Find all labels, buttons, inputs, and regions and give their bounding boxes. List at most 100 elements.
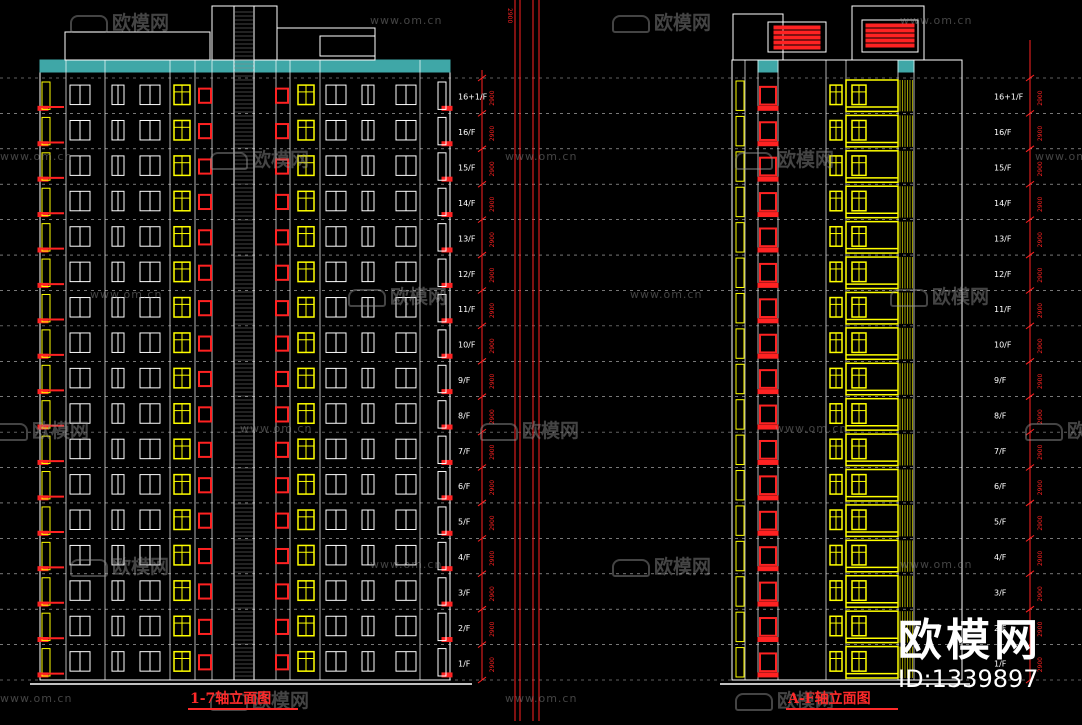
floor-label: 15/F [458,164,476,173]
balcony-frame [275,406,289,423]
balcony-frame [198,441,212,458]
balcony-red [441,353,453,359]
balcony-frame [198,512,212,529]
edge-window-yellow [735,576,745,607]
balcony-frame [275,229,289,246]
balcony-frame [759,227,777,248]
dimension-tick [477,464,487,471]
balcony-glazing [845,397,899,431]
right-vent-box [767,21,827,53]
edge-window-yellow [41,293,51,323]
edge-window-yellow [41,541,51,571]
dimension-tick [477,145,487,153]
dimension-value: 2900 [1037,586,1044,601]
balcony-frame [759,333,777,354]
dimension-tick [477,216,487,224]
dimension-tick [1025,641,1035,648]
balcony-frame [198,583,212,600]
right-roof-band [897,59,915,73]
balcony-frame [759,617,777,637]
balcony-frame [198,87,212,104]
balcony-frame [275,583,289,600]
balcony-frame [759,262,777,283]
balcony-frame [198,300,212,317]
dimension-tick [1025,393,1035,401]
balcony-frame [759,369,777,389]
floor-label: 9/F [994,376,1007,385]
dimension-tick [477,287,487,294]
floor-label: 14/F [994,199,1012,208]
edge-window-yellow [735,470,745,501]
edge-window-yellow [735,328,745,359]
dimension-value: 2900 [489,232,496,247]
balcony-red [441,424,453,430]
dimension-tick [477,499,487,507]
dimension-tick [477,534,487,542]
edge-window-white [437,293,447,323]
balcony-red [757,212,779,218]
floor-label: 10/F [458,341,476,350]
edge-window-yellow [41,506,51,535]
dimension-tick [477,570,487,578]
balcony-glazing [845,114,899,148]
floor-label: 16/F [994,128,1012,137]
dimension-tick [1025,287,1035,294]
balcony-frame [275,547,289,565]
left-roof-structure [276,27,376,61]
floor-label: 12/F [994,270,1012,279]
dimension-value: 2900 [1037,232,1044,247]
dimension-tick [477,110,487,117]
floor-label: 5/F [994,518,1007,527]
balcony-frame [275,512,289,529]
balcony-red [441,637,453,643]
dimension-tick [1025,676,1035,684]
floor-label: 11/F [994,305,1012,314]
edge-window-yellow [41,435,51,465]
balcony-red [757,353,779,359]
edge-window-yellow [41,187,51,217]
balcony-glazing [845,575,899,608]
dimension-tick [477,357,487,365]
balcony-red [757,459,779,465]
dimension-tick [1025,499,1035,507]
balcony-red [757,389,779,395]
floor-label: 5/F [458,518,471,527]
right-roof-band [757,59,779,73]
floor-label: 16/F [458,128,476,137]
dimension-tick [477,428,487,436]
balcony-frame [198,158,212,175]
balcony-frame [759,85,777,106]
brand-badge: 欧模网 ID:1339897 [898,617,1042,694]
balcony-frame [275,193,289,211]
dimension-value: 2900 [489,551,496,566]
edge-window-white [437,541,447,571]
dimension-value: 2900 [489,657,496,672]
balcony-frame [759,156,777,177]
balcony-frame [198,229,212,246]
dimension-value: 2900 [489,409,496,424]
balcony-glazing [845,610,899,644]
balcony-frame [198,335,212,352]
edge-window-white [437,187,447,217]
vent-slat [865,28,915,33]
edge-window-yellow [41,612,51,642]
balcony-frame [198,123,212,140]
dimension-value: 2900 [1037,196,1044,211]
balcony-red [441,495,453,501]
floor-label: 7/F [994,447,1007,456]
balcony-red [441,105,453,111]
edge-window-yellow [735,151,745,182]
left-roof-box [319,35,376,57]
balcony-frame [275,87,289,104]
balcony-red [441,212,453,218]
balcony-red [441,282,453,288]
dimension-tick [1025,251,1035,259]
edge-window-yellow [735,222,745,253]
balcony-red [441,530,453,536]
edge-window-white [437,152,447,181]
balcony-glazing [845,256,899,290]
balcony-frame [198,370,212,388]
floor-label: 6/F [458,482,471,491]
